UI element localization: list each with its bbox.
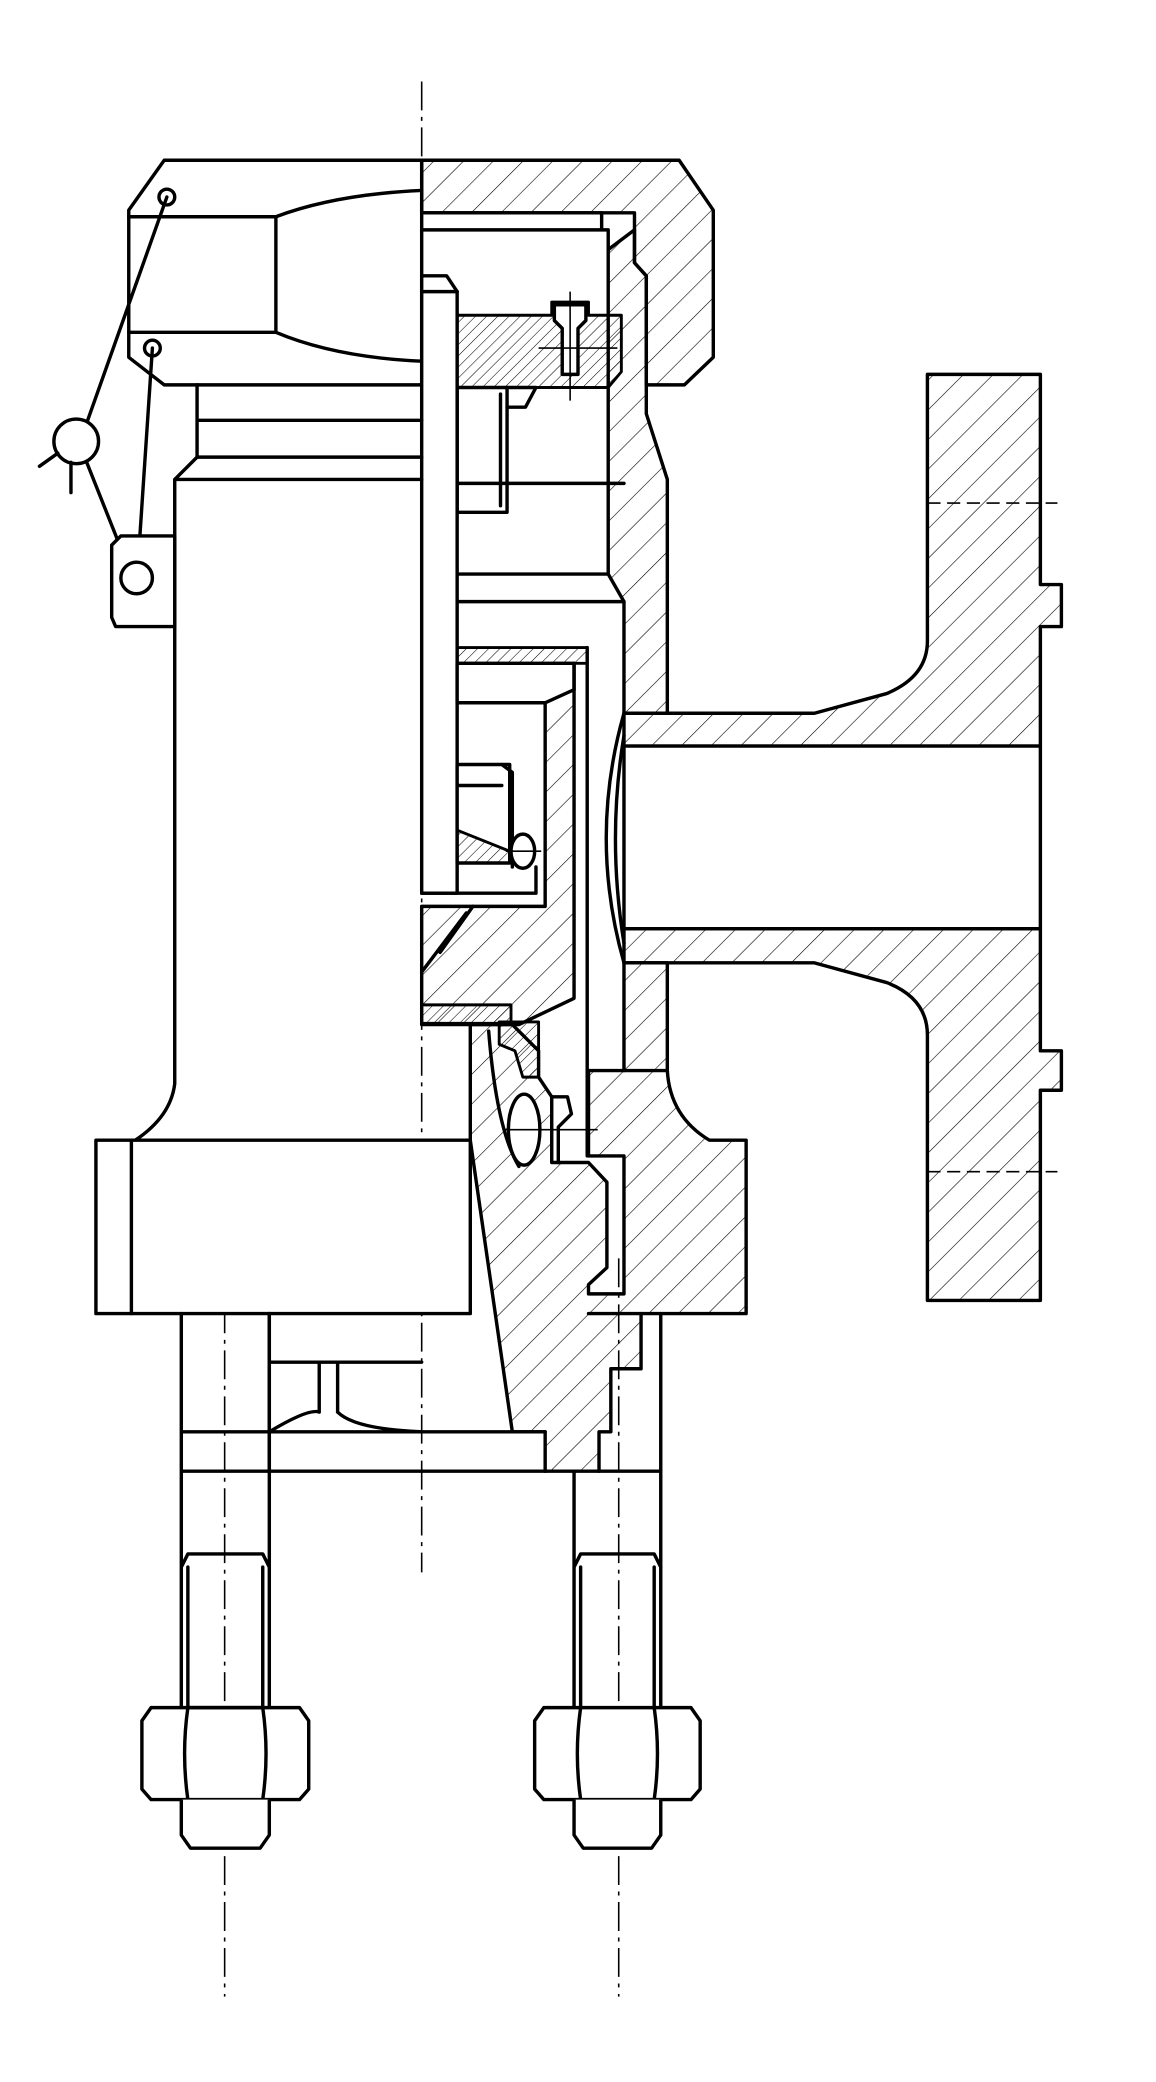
valve-stem (419, 274, 459, 895)
bonnet-nut-flats (127, 188, 424, 363)
seat-washer (420, 1003, 513, 1025)
disc-wedge (455, 828, 512, 865)
left-stud (179, 1311, 272, 1710)
seat-lip (497, 1020, 541, 1079)
left-stud-end (179, 1799, 272, 1850)
seal-tag (37, 187, 177, 629)
body-base-flange (94, 1138, 472, 1316)
left-stud-bolt (140, 1311, 311, 1850)
body-neck (133, 383, 424, 1142)
bonnet-nut (127, 158, 716, 387)
body-lower-line (586, 1068, 670, 1316)
packing-sleeve (455, 385, 509, 514)
right-stud-bolt (532, 1311, 702, 1850)
outlet-flange-upper (622, 372, 1064, 748)
cage-outer (572, 645, 589, 1158)
bore-lens (604, 711, 626, 965)
left-nut-faces (182, 1705, 268, 1802)
seal-wire-ends (37, 451, 73, 495)
tag-lug-hole (119, 560, 155, 596)
body-wall-lower (468, 961, 748, 1473)
right-nut (532, 1705, 702, 1802)
right-stud (572, 1311, 663, 1710)
cage-top (455, 646, 589, 665)
packing-assembly (455, 291, 626, 604)
gland-nut (455, 300, 623, 389)
bonnet-inner-lines (419, 211, 610, 252)
stem (419, 274, 459, 895)
right-stud-end (572, 1799, 663, 1850)
disc-lines (419, 762, 538, 895)
disc-cone (419, 904, 475, 974)
packing-lines (455, 385, 626, 604)
cage-body (455, 661, 576, 705)
left-nut (140, 1705, 311, 1802)
outlet-bore (622, 744, 1043, 931)
disc-cage (419, 645, 598, 1169)
seal-lead (52, 417, 101, 466)
right-nut-faces (575, 1705, 660, 1802)
valve-body-section (419, 228, 748, 1473)
outlet-flange (604, 372, 1064, 1303)
outlet-flange-lower (622, 926, 1064, 1303)
